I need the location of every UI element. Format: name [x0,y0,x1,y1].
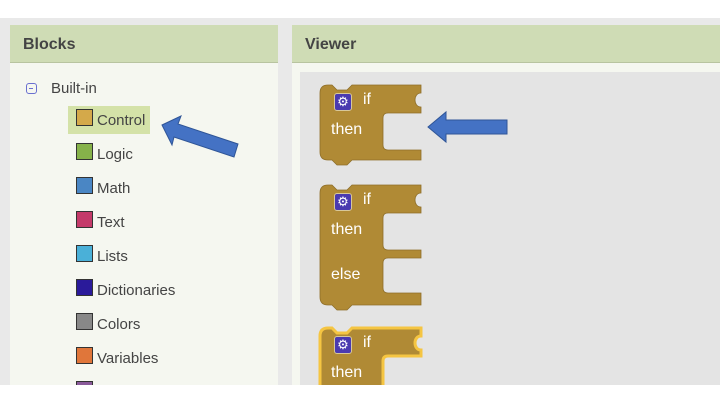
category-logic[interactable]: Logic [68,140,138,168]
category-label: Dictionaries [97,281,176,299]
bottom-margin [0,385,720,405]
block-label-if: if [363,91,371,108]
category-label: Variables [97,349,159,367]
block-label-then: then [331,364,363,381]
category-label: Logic [97,145,133,163]
category-text[interactable]: Text [68,208,130,236]
block-label-then: then [331,121,363,138]
category-color-swatch [76,142,93,160]
category-color-swatch [76,278,93,296]
if-then-else-block[interactable] [319,184,422,311]
blocks-panel-title: Blocks [10,25,278,63]
category-color-swatch [76,108,93,126]
viewer-panel-title: Viewer [292,25,720,63]
category-color-swatch [76,312,93,330]
mutator-gear-icon[interactable]: ⚙ [334,93,352,111]
viewer-panel: Viewer ⚙ if then ⚙ if then else ⚙ if the… [292,25,720,385]
tree-node-label: Built-in [51,80,97,97]
blocks-canvas[interactable]: ⚙ if then ⚙ if then else ⚙ if then [300,72,720,385]
category-lists[interactable]: Lists [68,242,133,270]
category-color-swatch [76,244,93,262]
tree-node-built-in[interactable]: Built-in [26,80,97,97]
category-color-swatch [76,176,93,194]
block-label-if: if [363,191,371,208]
category-color-swatch [76,346,93,364]
mutator-gear-icon[interactable]: ⚙ [334,336,352,354]
category-colors[interactable]: Colors [68,310,145,338]
category-color-swatch [76,210,93,228]
category-label: Lists [97,247,128,265]
category-dictionaries[interactable]: Dictionaries [68,276,180,304]
category-control[interactable]: Control [68,106,151,134]
category-math[interactable]: Math [68,174,135,202]
category-label: Text [97,213,125,231]
block-label-then: then [331,221,363,238]
category-label: Math [97,179,131,197]
category-label: Control [97,111,146,129]
block-label-if: if [363,334,371,351]
arrow-pointing-to-statement-input [427,110,508,144]
category-variables[interactable]: Variables [68,344,163,372]
collapse-icon[interactable] [26,83,37,94]
category-label: Colors [97,315,141,333]
mutator-gear-icon[interactable]: ⚙ [334,193,352,211]
block-label-else: else [331,266,361,283]
